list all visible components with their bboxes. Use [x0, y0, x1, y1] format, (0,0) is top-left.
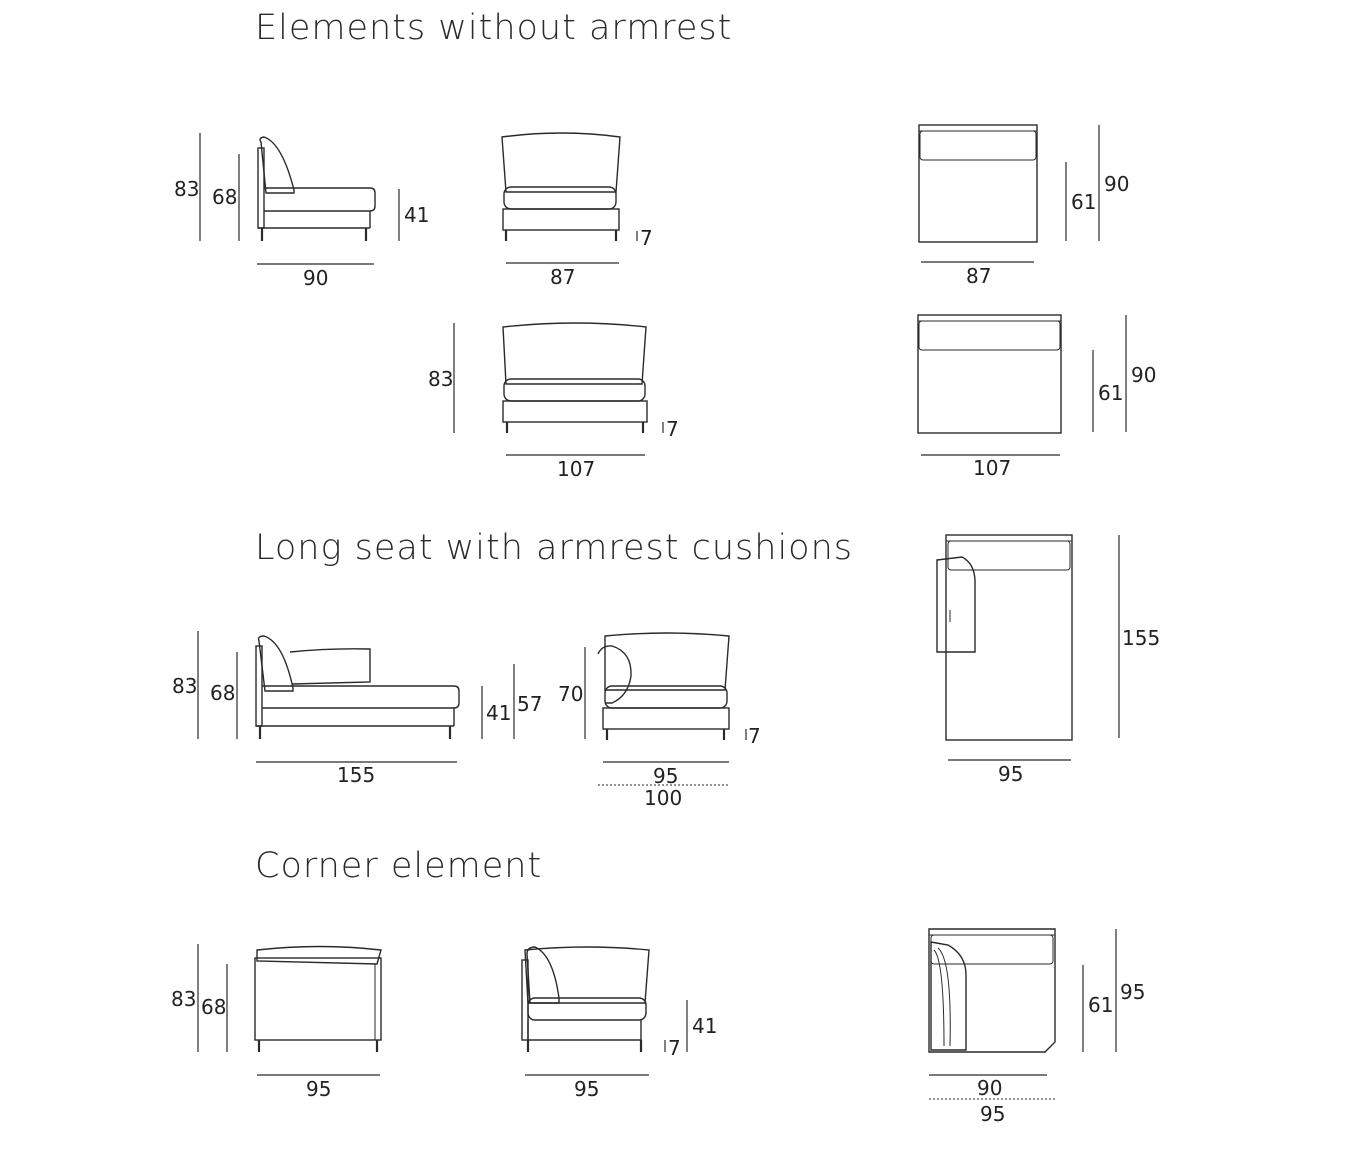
dim-label: 41: [404, 203, 429, 227]
side-view-element-90: 83 68 41 90: [174, 133, 429, 290]
side-view-long-seat-155: 83 68 41 57 155: [172, 631, 542, 787]
dim-label: 155: [337, 763, 375, 787]
dim-label: 95: [574, 1077, 599, 1101]
dim-label: 95: [1120, 980, 1145, 1004]
dim-label: 83: [172, 674, 197, 698]
dim-label: 7: [748, 724, 761, 748]
dim-label: 107: [973, 456, 1011, 480]
section-title-long-seat: Long seat with armrest cushions: [255, 528, 854, 568]
front-view-element-107: 83 107 7: [428, 322, 679, 481]
side-view-corner-element: 83 68 95: [171, 944, 382, 1101]
dim-label: 68: [210, 681, 235, 705]
dim-label: 87: [966, 264, 991, 288]
dim-label: 90: [977, 1076, 1002, 1100]
dim-label: 90: [1131, 363, 1156, 387]
front-view-element-87: 87 7: [501, 132, 653, 289]
dim-label: 100: [644, 786, 682, 810]
dim-label: 41: [692, 1014, 717, 1038]
dim-label: 41: [486, 701, 511, 725]
top-view-long-seat: 155 95: [936, 534, 1160, 786]
dim-label: 95: [306, 1077, 331, 1101]
section-title-elements-without-armrest: Elements without armrest: [255, 8, 733, 48]
dim-label: 107: [557, 457, 595, 481]
dim-label: 90: [1104, 172, 1129, 196]
dim-label: 83: [174, 177, 199, 201]
dim-label: 68: [201, 995, 226, 1019]
dim-label: 87: [550, 265, 575, 289]
top-view-element-107: 107 61 90: [917, 314, 1156, 480]
dim-label: 70: [558, 682, 583, 706]
dim-label: 57: [517, 692, 542, 716]
front-view-corner-element: 95 7 41: [521, 946, 717, 1101]
dim-label: 61: [1071, 190, 1096, 214]
top-view-element-87: 87 61 90: [918, 124, 1129, 288]
dim-label: 7: [666, 417, 679, 441]
dim-label: 95: [653, 764, 678, 788]
dim-label: 61: [1088, 993, 1113, 1017]
dim-label: 7: [668, 1036, 681, 1060]
top-view-corner-element: 61 95 90 95: [928, 928, 1145, 1126]
dim-label: 155: [1122, 626, 1160, 650]
dim-label: 83: [171, 987, 196, 1011]
dim-label: 83: [428, 367, 453, 391]
front-view-long-seat-armrest: 70 7 95 100: [558, 632, 761, 810]
dim-label: 95: [998, 762, 1023, 786]
section-title-corner-element: Corner element: [255, 846, 543, 886]
dim-label: 68: [212, 185, 237, 209]
dim-label: 7: [640, 226, 653, 250]
dim-label: 61: [1098, 381, 1123, 405]
dim-label: 95: [980, 1102, 1005, 1126]
dim-label: 90: [303, 266, 328, 290]
